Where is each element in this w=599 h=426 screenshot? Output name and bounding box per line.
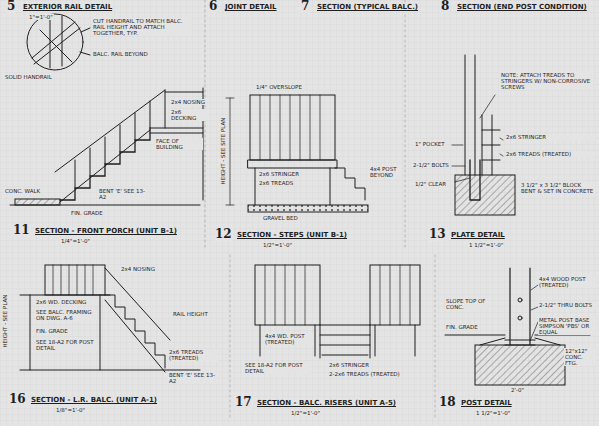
note-label: 3 1/2" x 3 1/2" BLOCK BENT & SET IN CONC… bbox=[520, 182, 596, 194]
note-label: 2x4 NOSING bbox=[120, 266, 156, 272]
note-label: 4x4 WOOD POST (TREATED) bbox=[538, 276, 596, 288]
detail-title: SECTION - BALC. RISERS (UNIT A-5) bbox=[256, 400, 397, 408]
note-label: FIN. GRADE bbox=[70, 210, 104, 216]
note-label: SEE 18-A2 FOR POST DETAIL bbox=[244, 362, 310, 374]
note-label: BALC. RAIL BEYOND bbox=[92, 51, 149, 57]
note-label: BENT 'E' SEE 13-A2 bbox=[98, 188, 146, 200]
concrete-footing bbox=[475, 345, 565, 385]
rail-frame bbox=[370, 265, 420, 325]
note-label: HEIGHT - SEE PLAN bbox=[2, 294, 8, 349]
detail-title: SECTION - FRONT PORCH (UNIT B-1) bbox=[34, 228, 178, 236]
note-label: 1/4" OVERSLOPE bbox=[255, 84, 303, 90]
note-label: 2-1/2" BOLTS bbox=[412, 162, 450, 168]
note-label: FACE OF BUILDING bbox=[155, 138, 203, 150]
callout-number: 13 bbox=[428, 228, 447, 241]
note-label: 2x6 WD. DECKING bbox=[35, 299, 99, 305]
detail-title: SECTION (TYPICAL BALC.) bbox=[316, 4, 419, 12]
note-label: FIN. GRADE bbox=[35, 328, 69, 334]
detail-title: EXTERIOR RAIL DETAIL bbox=[22, 4, 113, 12]
detail-title: POST DETAIL bbox=[460, 400, 513, 408]
note-label: 1/2" CLEAR bbox=[414, 181, 447, 187]
bolt bbox=[518, 298, 522, 302]
detail-title: SECTION (END POST CONDITION) bbox=[456, 4, 588, 12]
gravel-bed bbox=[248, 205, 368, 212]
callout-number: 7 bbox=[300, 0, 310, 13]
callout-number: 16 bbox=[8, 393, 27, 406]
note-label: 2x6 STRINGER bbox=[258, 171, 300, 177]
baluster bbox=[53, 265, 93, 295]
note-label: 12"x12" CONC. FTG. bbox=[564, 348, 596, 366]
scale-note: 1/2"=1'-0" bbox=[290, 410, 321, 416]
callout-number: 6 bbox=[208, 0, 218, 13]
rail-detail bbox=[32, 16, 80, 68]
panel-divider bbox=[205, 0, 435, 420]
callout-number: 12 bbox=[214, 228, 233, 241]
stringer-post bbox=[465, 55, 500, 175]
callout-number: 18 bbox=[438, 396, 457, 409]
note-label: RAIL HEIGHT bbox=[172, 311, 209, 317]
note-label: BENT 'E' SEE 13-A2 bbox=[168, 372, 218, 384]
detail-title: JOINT DETAIL bbox=[224, 4, 278, 12]
scale-note: 1/4"=1'-0" bbox=[60, 238, 91, 244]
note-label: HEIGHT - SEE SITE PLAN bbox=[220, 117, 226, 186]
note-label: 2-1/2" THRU BOLTS bbox=[538, 302, 596, 308]
note-label: NOTE: ATTACH TREADS TO STRINGERS W/ NON-… bbox=[500, 72, 594, 90]
note-label: 2x4 NOSING bbox=[170, 99, 206, 105]
note-label: CUT HANDRAIL TO MATCH BALC. RAIL HEIGHT … bbox=[92, 18, 192, 36]
note-label: 2x6 TREADS bbox=[258, 180, 294, 186]
note-label: SEE BALC. FRAMING ON DWG. A-6 bbox=[35, 309, 99, 321]
bent-block bbox=[470, 160, 480, 200]
note-label: 2-2x6 TREADS (TREATED) bbox=[328, 371, 401, 377]
note-label: GRAVEL BED bbox=[262, 215, 299, 221]
concrete-block bbox=[455, 175, 515, 215]
detail-circle bbox=[27, 14, 83, 70]
callout-number: 5 bbox=[6, 0, 16, 13]
leader-line bbox=[80, 28, 90, 55]
baluster bbox=[265, 265, 410, 325]
note-label: 2x6 STRINGER bbox=[328, 362, 370, 368]
stair-rail bbox=[55, 90, 165, 202]
callout-number: 17 bbox=[234, 396, 253, 409]
scale-note: 1 1/2"=1'-0" bbox=[468, 242, 504, 248]
dimension-line bbox=[226, 98, 234, 205]
scale-note: 1/8"=1'-0" bbox=[55, 407, 86, 413]
conc-walk bbox=[15, 199, 60, 205]
note-label: 2'-0" bbox=[510, 387, 525, 393]
note-label: 4x4 WD. POST (TREATED) bbox=[264, 333, 314, 345]
detail-title: SECTION - STEPS (UNIT B-1) bbox=[236, 232, 348, 240]
balcony-stair bbox=[20, 268, 170, 372]
note-label: 4x4 POST BEYOND bbox=[369, 166, 401, 178]
baluster bbox=[260, 95, 320, 160]
leader-line bbox=[452, 95, 503, 182]
risers bbox=[260, 325, 415, 358]
rail-frame bbox=[45, 265, 105, 295]
note-label: SOLID HANDRAIL bbox=[4, 74, 54, 80]
grade-line bbox=[445, 335, 590, 345]
scale-note: 1"=1'-0" bbox=[28, 14, 54, 20]
callout-number: 8 bbox=[440, 0, 450, 13]
grade-line bbox=[20, 370, 200, 371]
note-label: SEE 18-A2 FOR POST DETAIL bbox=[35, 339, 99, 351]
note-label: CONC. WALK bbox=[4, 188, 41, 194]
note-label: 2x6 STRINGER bbox=[505, 134, 595, 140]
leader-line bbox=[530, 285, 538, 341]
note-label: 2x6 TREADS (TREATED) bbox=[168, 349, 218, 361]
callout-number: 11 bbox=[12, 224, 31, 237]
detail-title: PLATE DETAIL bbox=[450, 232, 506, 240]
scale-note: 1/2"=1'-0" bbox=[262, 242, 293, 248]
note-label: FIN. GRADE bbox=[445, 324, 479, 330]
note-label: 1" POCKET bbox=[414, 141, 446, 147]
rail-frame bbox=[250, 95, 335, 160]
detail-title: SECTION - L.R. BALC. (UNIT A-1) bbox=[30, 397, 158, 405]
note-label: SLOPE TOP OF CONC. bbox=[445, 298, 489, 310]
bolt bbox=[518, 316, 522, 320]
scale-note: 1 1/2"=1'-0" bbox=[475, 410, 511, 416]
note-label: METAL POST BASE SIMPSON 'PBS' OR EQUAL bbox=[538, 317, 596, 335]
wood-post bbox=[505, 268, 535, 345]
note-label: 2x6 DECKING bbox=[170, 109, 206, 121]
note-label: 2x6 TREADS (TREATED) bbox=[505, 151, 595, 157]
steps-section bbox=[248, 160, 365, 205]
